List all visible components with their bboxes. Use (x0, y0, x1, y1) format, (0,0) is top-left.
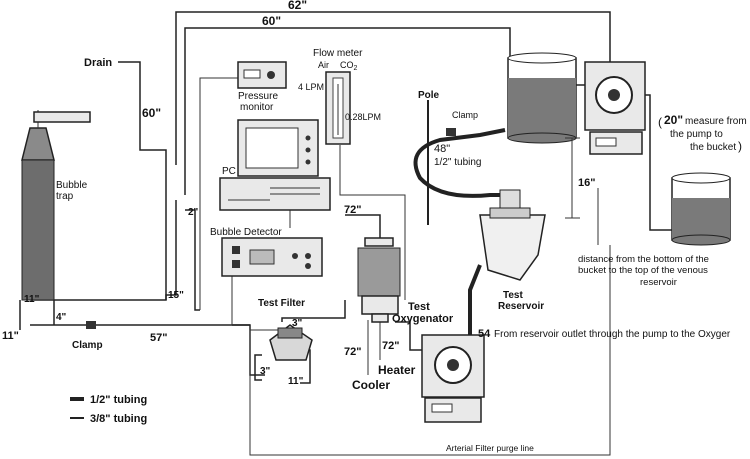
label-72-top: 72" (344, 204, 361, 216)
label-heater: Heater (378, 363, 416, 377)
tube-15 (30, 200, 177, 301)
tube-62 (175, 11, 611, 165)
tube-3-bottom (254, 354, 262, 381)
label-test-reservoir-1: Test (503, 290, 523, 301)
tube-48 (413, 128, 506, 198)
pc-monitor (237, 119, 319, 177)
label-11-left: 11" (2, 330, 19, 342)
test-reservoir-device (479, 189, 546, 281)
bucket-top (507, 52, 577, 144)
label-trap: trap (56, 191, 74, 202)
label-paren-close: ) (738, 139, 742, 153)
label-60-left: 60" (142, 106, 161, 120)
label-3-top: 3" (292, 318, 303, 329)
test-filter-device (269, 324, 313, 361)
label-arterial-filter: Arterial Filter purge line (446, 443, 534, 453)
label-distance-1: distance from the bottom of the (578, 254, 709, 265)
clamp-top-icon (446, 128, 456, 136)
tube-2 (185, 209, 200, 311)
label-monitor: monitor (240, 102, 274, 113)
label-72-a: 72" (344, 346, 361, 358)
label-measure-1: measure from (685, 116, 747, 127)
pressure-monitor-device (237, 61, 287, 89)
label-test-oxy-2: Oxygenator (392, 313, 454, 325)
flow-meter-device (325, 71, 351, 145)
label-pc: PC (222, 166, 236, 177)
label-co2: CO2 (340, 60, 358, 72)
bubble-trap (19, 110, 91, 330)
label-pressure: Pressure (238, 91, 278, 102)
label-60-top: 60" (262, 14, 281, 28)
tubing-lines (30, 11, 672, 456)
label-legend-half: 1/2" tubing (90, 394, 147, 406)
roller-pump-bottom (421, 334, 485, 423)
label-72-b: 72" (382, 340, 399, 352)
label-62: 62" (288, 0, 307, 12)
label-15: 15" (168, 290, 184, 301)
label-bubble-detector: Bubble Detector (210, 227, 282, 238)
label-distance-2: bucket to the top of the venous (578, 265, 708, 276)
tube-54 (468, 264, 482, 340)
label-drain: Drain (84, 57, 112, 69)
tube-drain (118, 61, 167, 300)
label-48: 48" (434, 143, 450, 155)
label-cooler: Cooler (352, 378, 390, 392)
label-20: 20" (664, 113, 683, 127)
clamp-bottom-icon (86, 321, 96, 329)
label-3-bottom: 3" (260, 366, 271, 377)
label-11-top: 11" (24, 294, 40, 305)
label-flow-meter: Flow meter (313, 48, 363, 59)
label-2: 2" (188, 207, 199, 218)
label-54: 54 (478, 328, 491, 340)
tube-60-top (184, 27, 511, 195)
label-11-bottom: 11" (288, 376, 304, 387)
label-paren-open: ( (658, 115, 662, 129)
pc-base (219, 177, 331, 211)
label-16: 16" (578, 177, 595, 189)
tube-72-top (345, 214, 381, 240)
label-4lpm: 4 LPM (298, 82, 324, 92)
label-bubble: Bubble (56, 180, 88, 191)
label-028lpm: 0.28LPM (345, 112, 381, 122)
label-tubing-half-mid: 1/2" tubing (434, 157, 481, 168)
label-legend-38: 3/8" tubing (90, 413, 147, 425)
dimension-16 (565, 137, 599, 245)
label-pole: Pole (418, 90, 440, 101)
label-test-filter: Test Filter (258, 298, 305, 309)
label-distance-3: reservoir (640, 277, 677, 288)
label-test-oxy-1: Test (408, 301, 430, 313)
label-measure-2: the pump to (670, 129, 723, 140)
test-oxygenator-device (357, 237, 401, 323)
label-from-reservoir: From reservoir outlet through the pump t… (494, 329, 731, 340)
bubble-detector-device (221, 237, 323, 277)
tube-purge (249, 245, 611, 456)
tube-gas (339, 145, 406, 300)
label-57: 57" (150, 332, 167, 344)
roller-pump-top (584, 61, 646, 155)
label-measure-3: the bucket (690, 142, 736, 153)
label-clamp-bottom: Clamp (72, 340, 103, 351)
bucket-right (671, 172, 731, 246)
label-4: 4" (56, 312, 67, 323)
tube-pump-oxy (395, 321, 430, 351)
label-clamp-top: Clamp (452, 110, 478, 120)
label-test-reservoir-2: Reservoir (498, 301, 544, 312)
tube-pressure (199, 77, 238, 310)
label-air: Air (318, 60, 329, 70)
tube-filter-out (281, 300, 346, 322)
